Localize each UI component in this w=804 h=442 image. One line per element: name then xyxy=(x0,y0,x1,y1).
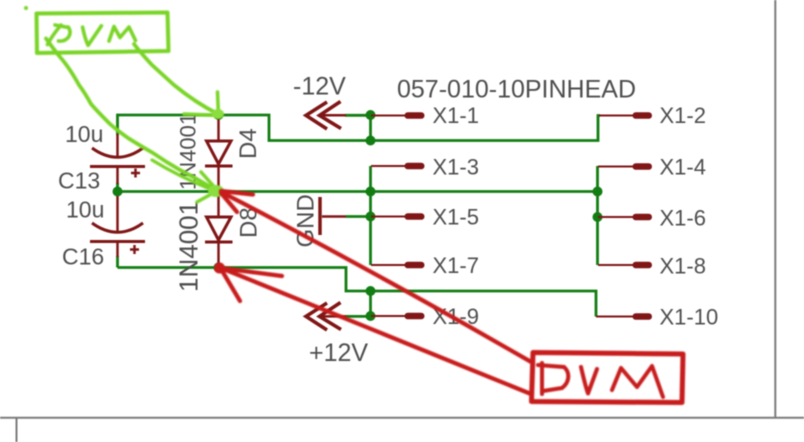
svg-text:1N4001: 1N4001 xyxy=(174,201,204,292)
svg-text:X1-8: X1-8 xyxy=(660,254,706,279)
svg-text:X1-1: X1-1 xyxy=(433,103,479,128)
svg-text:X1-7: X1-7 xyxy=(433,253,479,278)
svg-text:X1-5: X1-5 xyxy=(433,205,479,230)
svg-text:X1-4: X1-4 xyxy=(660,155,706,180)
svg-text:-12V: -12V xyxy=(293,73,346,101)
svg-text:C13: C13 xyxy=(58,168,100,194)
svg-text:C16: C16 xyxy=(62,244,104,270)
svg-text:X1-10: X1-10 xyxy=(660,305,719,330)
svg-text:10u: 10u xyxy=(65,121,103,147)
svg-text:D4: D4 xyxy=(235,128,262,159)
svg-text:X1-6: X1-6 xyxy=(660,206,706,231)
svg-text:+12V: +12V xyxy=(309,339,368,367)
svg-text:X1-2: X1-2 xyxy=(660,103,706,128)
svg-text:X1-3: X1-3 xyxy=(433,155,479,180)
svg-text:10u: 10u xyxy=(66,197,104,223)
svg-text:057-010-10PINHEAD: 057-010-10PINHEAD xyxy=(397,76,636,104)
